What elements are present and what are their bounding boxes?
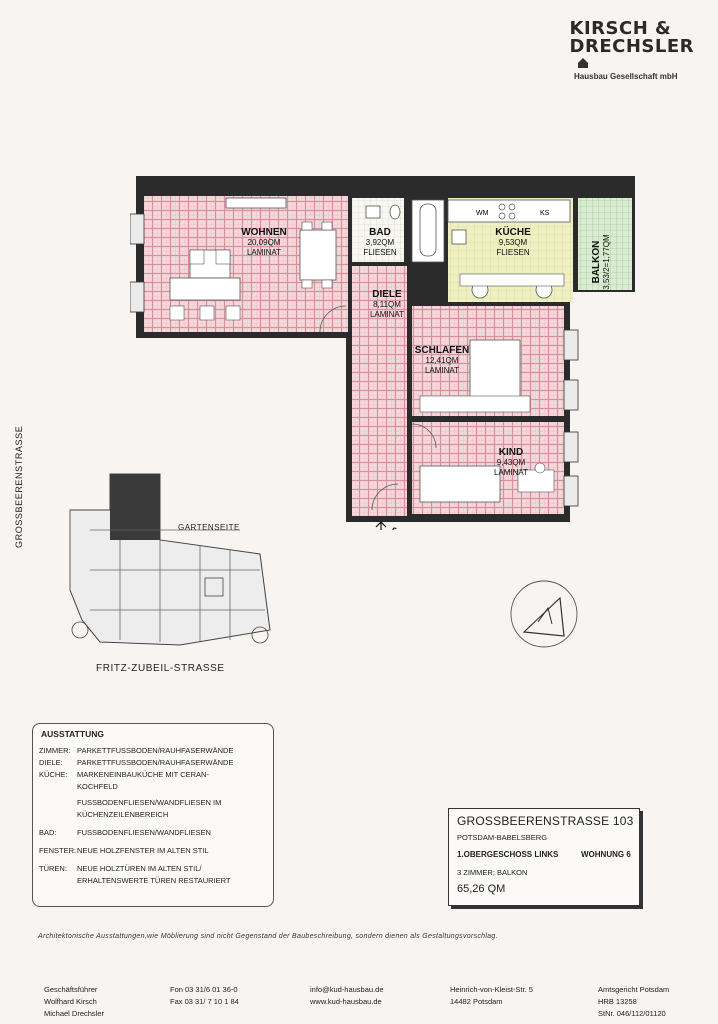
address-unit: WOHNUNG 6 — [581, 850, 631, 859]
apartment-floor-plan: WM KS — [130, 176, 635, 530]
equipment-key: DIELE: — [39, 758, 63, 767]
equipment-title: AUSSTATTUNG — [41, 729, 104, 739]
entrance-arrow-icon — [375, 521, 387, 530]
street-bottom-label: FRITZ-ZUBEIL-STRASSE — [96, 663, 225, 674]
equipment-row: KOCHFELD — [39, 782, 267, 792]
logo-subtitle: Hausbau Gesellschaft mbH — [574, 72, 678, 81]
entrance-number: 6 — [392, 526, 397, 530]
equipment-row: FUSSBODENFLIESEN/WANDFLIESEN IM — [39, 798, 267, 808]
equipment-value: FUSSBODENFLIESEN/WANDFLIESEN IM — [77, 798, 222, 807]
equipment-row: FENSTER:NEUE HOLZFENSTER IM ALTEN STIL — [39, 846, 267, 856]
equipment-value: KOCHFELD — [77, 782, 118, 791]
equipment-value: NEUE HOLZFENSTER IM ALTEN STIL — [77, 846, 209, 855]
equipment-row: KÜCHE: MARKENEINBAUKÜCHE MIT CERAN- — [39, 770, 267, 780]
ks-label: KS — [540, 210, 550, 217]
equipment-box: AUSSTATTUNG ZIMMER: PARKETTFUSSBODEN/RAUH… — [32, 723, 274, 907]
address-floor: 1.OBERGESCHOSS LINKS — [457, 850, 559, 859]
equipment-key: ZIMMER: — [39, 746, 71, 755]
equipment-row: KÜCHENZEILENBEREICH — [39, 810, 267, 820]
logo-line-2: DRECHSLER — [569, 36, 694, 57]
site-plan — [69, 473, 271, 646]
company-logo: KIRSCH & DRECHSLER — [570, 20, 694, 56]
equipment-value: FUSSBODENFLIESEN/WANDFLIESEN — [77, 828, 211, 837]
equipment-value: MARKENEINBAUKÜCHE MIT CERAN- — [77, 770, 209, 779]
equipment-row: BAD: FUSSBODENFLIESEN/WANDFLIESEN — [39, 828, 267, 838]
equipment-value: PARKETTFUSSBODEN/RAUHFASERWÄNDE — [77, 746, 234, 755]
footer-email-link[interactable]: info@kud-hausbau.de — [310, 985, 384, 994]
equipment-row: DIELE: PARKETTFUSSBODEN/RAUHFASERWÄNDE — [39, 758, 267, 768]
garden-label: GARTENSEITE — [178, 523, 240, 532]
equipment-value: PARKETTFUSSBODEN/RAUHFASERWÄNDE — [77, 758, 234, 767]
equipment-value: ERHALTENSWERTE TÜREN RESTAURIERT — [77, 876, 231, 885]
north-arrow-icon — [510, 580, 578, 648]
footer-website-link[interactable]: www.kud-hausbau.de — [310, 997, 382, 1006]
address-rooms: 3 ZIMMER; BALKON — [457, 868, 528, 877]
address-city: POTSDAM-BABELSBERG — [457, 833, 548, 842]
equipment-row: TÜREN: NEUE HOLZTÜREN IM ALTEN STIL/ — [39, 864, 267, 874]
house-icon — [578, 58, 588, 68]
footer-web: info@kud-hausbau.de www.kud-hausbau.de — [310, 984, 384, 1008]
room-balkon — [578, 198, 632, 290]
disclaimer: Architektonische Ausstattungen,wie Möbli… — [38, 933, 498, 940]
room-diele — [352, 266, 407, 516]
street-left-label: GROSSBEERENSTRASSE — [14, 425, 24, 548]
equipment-row: ERHALTENSWERTE TÜREN RESTAURIERT — [39, 876, 267, 886]
equipment-row: ZIMMER: PARKETTFUSSBODEN/RAUHFASERWÄNDE — [39, 746, 267, 756]
equipment-value: KÜCHENZEILENBEREICH — [77, 810, 169, 819]
address-box: GROSSBEERENSTRASSE 103 POTSDAM-BABELSBER… — [448, 808, 640, 906]
equipment-value: NEUE HOLZTÜREN IM ALTEN STIL/ — [77, 864, 202, 873]
address-street: GROSSBEERENSTRASSE 103 — [457, 814, 634, 828]
address-size: 65,26 QM — [457, 883, 506, 895]
equipment-key: BAD: — [39, 828, 57, 837]
equipment-key: FENSTER: — [39, 846, 77, 855]
equipment-key: KÜCHE: — [39, 770, 68, 779]
logo-line-1: KIRSCH & — [569, 18, 672, 39]
equipment-key: TÜREN: — [39, 864, 67, 873]
wm-label: WM — [476, 210, 489, 217]
